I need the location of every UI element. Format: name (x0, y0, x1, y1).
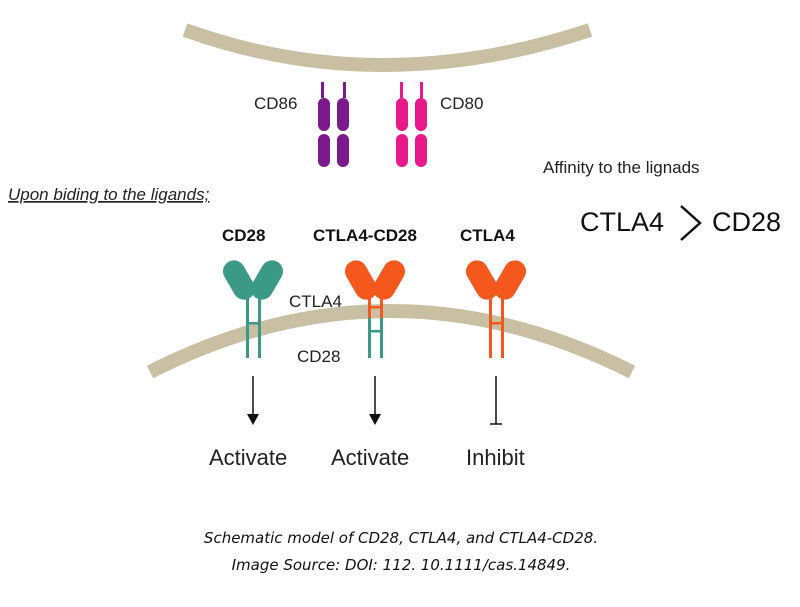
receptor-ctla4-cd28 (345, 260, 405, 358)
cd80-label: CD80 (440, 94, 483, 113)
caption-line-2: Image Source: DOI: 112. 10.1111/cas.1484… (232, 556, 571, 574)
receptor-cd28 (223, 260, 283, 358)
upper-membrane (182, 23, 593, 72)
lower-membrane (146, 304, 636, 379)
outcome-ctla4: Inhibit (466, 445, 525, 470)
cd80-ligand (396, 82, 427, 167)
caption-line-1: Schematic model of CD28, CTLA4, and CTLA… (204, 529, 598, 547)
affinity-left: CTLA4 (580, 207, 664, 237)
greater-than-icon (680, 205, 702, 241)
ctla4-part-label: CTLA4 (289, 292, 342, 311)
outcome-cd28: Activate (209, 445, 287, 470)
receptor-title-ctla4: CTLA4 (460, 226, 515, 245)
receptor-title-ctla4-cd28: CTLA4-CD28 (313, 226, 417, 245)
section-heading: Upon biding to the ligands; (8, 185, 210, 204)
cd28-part-label: CD28 (297, 347, 340, 366)
affinity-right: CD28 (712, 207, 781, 237)
cd86-label: CD86 (254, 94, 297, 113)
receptor-ctla4 (466, 260, 526, 358)
receptor-title-cd28: CD28 (222, 226, 265, 245)
activate-arrow-2 (369, 376, 381, 425)
outcome-ctla4-cd28: Activate (331, 445, 409, 470)
inhibit-bar (490, 376, 502, 425)
affinity-title: Affinity to the lignads (543, 158, 700, 177)
activate-arrow-1 (247, 376, 259, 425)
cd86-ligand (318, 82, 349, 167)
